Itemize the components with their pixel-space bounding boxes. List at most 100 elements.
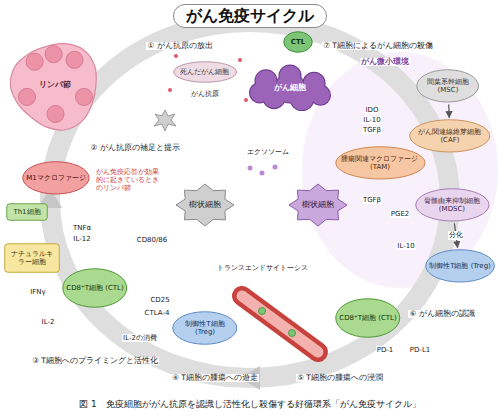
exosome-dot — [248, 166, 253, 171]
process-label: トランスエンドサイトーシス — [216, 264, 309, 272]
antigen-dot — [244, 98, 248, 102]
edge-label: 分化 — [448, 231, 464, 239]
cell-outline — [23, 162, 89, 194]
cell-outline — [417, 70, 479, 102]
molecule-label: IFNγ — [29, 288, 46, 296]
cell-label: CD8⁺T細胞 (CTL) — [339, 314, 396, 322]
cell-outline — [173, 312, 237, 345]
macrophage: 腫瘍関連マクロファージ (TAM) — [335, 146, 426, 180]
cell-box: Th1細胞 — [6, 203, 48, 221]
cell-label: M1マクロファージ — [26, 174, 86, 182]
dendritic-cell: 樹状細胞 — [175, 183, 235, 227]
antigen-dot — [174, 54, 178, 58]
cell-label: ナチュラルキラー細胞 — [8, 250, 56, 266]
lymph-node: リンパ節 — [8, 38, 103, 133]
tumor-cell — [311, 86, 330, 105]
blood-vessel-lumen — [242, 296, 318, 352]
note-label: がん免疫応答が効果的に起きているときのリンパ節 — [95, 168, 165, 192]
t-cell: CTL — [283, 31, 313, 53]
dendritic-outline — [176, 184, 234, 226]
blood-vessel — [242, 296, 318, 352]
macrophage: M1マクロファージ — [22, 161, 90, 195]
cell-label: 間葉系幹細胞 (MSC) — [420, 78, 475, 94]
cell-label: 樹状細胞 — [302, 201, 334, 210]
cell-outline — [174, 62, 237, 83]
cell-box-outline — [7, 204, 48, 221]
fibroblast: がん関連線維芽細胞 (CAF) — [409, 119, 491, 153]
t-cell-dot — [289, 330, 296, 337]
cell-label: 死んだがん細胞 — [180, 68, 229, 76]
t-cell-dot — [259, 308, 266, 315]
step-label: ② がん抗原の補足と提示 — [89, 144, 180, 153]
cell-outline — [336, 299, 400, 338]
molecule-label: IL-10 — [362, 116, 381, 124]
dendritic-outline — [289, 184, 347, 226]
figure-caption: 図 1 免疫細胞ががん抗原を認識し活性化し殺傷する好循環系「がん免疫サイクル」 — [79, 399, 421, 410]
follicle — [26, 53, 43, 70]
cell-outline — [415, 189, 488, 221]
treg-cell: 制御性T細胞 (Treg) — [425, 249, 495, 283]
molecule-label: CTLA-4 — [144, 309, 171, 317]
diagram-title: がん免疫サイクル — [173, 4, 327, 27]
cell-box: ナチュラルキラー細胞 — [4, 243, 60, 273]
tumor-cell — [250, 83, 269, 102]
t-cell: CD8⁺T細胞 (CTL) — [62, 268, 128, 308]
cell-label: CD8⁺T細胞 (CTL) — [66, 284, 123, 292]
molecule-label: IDO — [365, 106, 380, 114]
step-label: ① がん抗原の放出 — [146, 42, 213, 51]
cell-label: Th1細胞 — [13, 208, 40, 216]
cell-label: がん細胞 — [274, 83, 306, 92]
follicle — [18, 88, 35, 105]
cell-outline — [335, 147, 424, 179]
molecule-label: PD-L1 — [409, 346, 432, 354]
cell-outline — [284, 32, 313, 53]
tumor-cluster: がん細胞 — [250, 64, 330, 112]
step-label: ③ T細胞へのプライミングと活性化 — [31, 357, 159, 366]
molecule-label: PGE2 — [390, 210, 411, 218]
cell-label: CTL — [291, 38, 305, 46]
follicle — [75, 88, 92, 105]
treg-cell: 制御性T細胞 (Treg) — [172, 311, 238, 345]
step-label: ⑦ T細胞によるがん細胞の殺傷 — [322, 42, 434, 51]
lymph-node-outline — [10, 43, 96, 130]
molecule-label: IL-2 — [41, 318, 56, 326]
cell-label: リンパ節 — [39, 80, 71, 89]
molecule-label: TGFβ — [362, 196, 382, 204]
cell-outline — [410, 120, 490, 152]
connector-arrow — [448, 104, 450, 117]
cell-label: 樹状細胞 — [189, 201, 221, 210]
antigen-dot — [168, 88, 172, 92]
region-label: がん微小環境 — [360, 58, 410, 67]
molecule-label: IL-10 — [396, 242, 415, 250]
cell-outline — [426, 250, 495, 282]
t-cell: CD8⁺T細胞 (CTL) — [335, 298, 401, 338]
molecule-label: TNFα — [72, 224, 92, 232]
follicle — [65, 51, 82, 68]
cell-label: 腫瘍関連マクロファージ (TAM) — [339, 155, 422, 171]
follicle — [45, 45, 62, 62]
exosome-dot — [273, 165, 278, 170]
cycle-ring — [50, 22, 450, 378]
molecule-label: PD-1 — [376, 346, 395, 354]
cell-label: 制御性T細胞 (Treg) — [429, 262, 491, 270]
molecule-label: CD25 — [149, 296, 170, 304]
cell-outline — [63, 269, 127, 308]
exosome-dot — [260, 171, 265, 176]
process-label: IL-2の消費 — [122, 334, 158, 342]
step-label: ⑥ がん細胞の認識 — [408, 310, 475, 319]
part-label: がん抗原 — [190, 90, 220, 98]
dendritic-cell-icon — [154, 110, 176, 131]
molecule-label: IL-12 — [72, 235, 91, 243]
follicle — [46, 105, 63, 122]
molecule-label: CD80/86 — [136, 236, 168, 244]
suppressor-cell: 骨髄由来抑制細胞 (MDSC) — [415, 188, 490, 222]
step-label: ⑤ T細胞の腫瘍への浸潤 — [296, 374, 384, 383]
antigen-dot — [238, 58, 242, 62]
cell-label: 制御性T細胞 (Treg) — [176, 320, 234, 336]
cell-label: 骨髄由来抑制細胞 (MDSC) — [419, 197, 486, 213]
stem-cell: 間葉系幹細胞 (MSC) — [416, 69, 479, 103]
molecule-label: TGFβ — [362, 126, 382, 134]
cell-label: がん関連線維芽細胞 (CAF) — [413, 128, 487, 144]
part-label: エクソソーム — [246, 148, 290, 156]
dead-cell: 死んだがん細胞 — [173, 61, 237, 83]
